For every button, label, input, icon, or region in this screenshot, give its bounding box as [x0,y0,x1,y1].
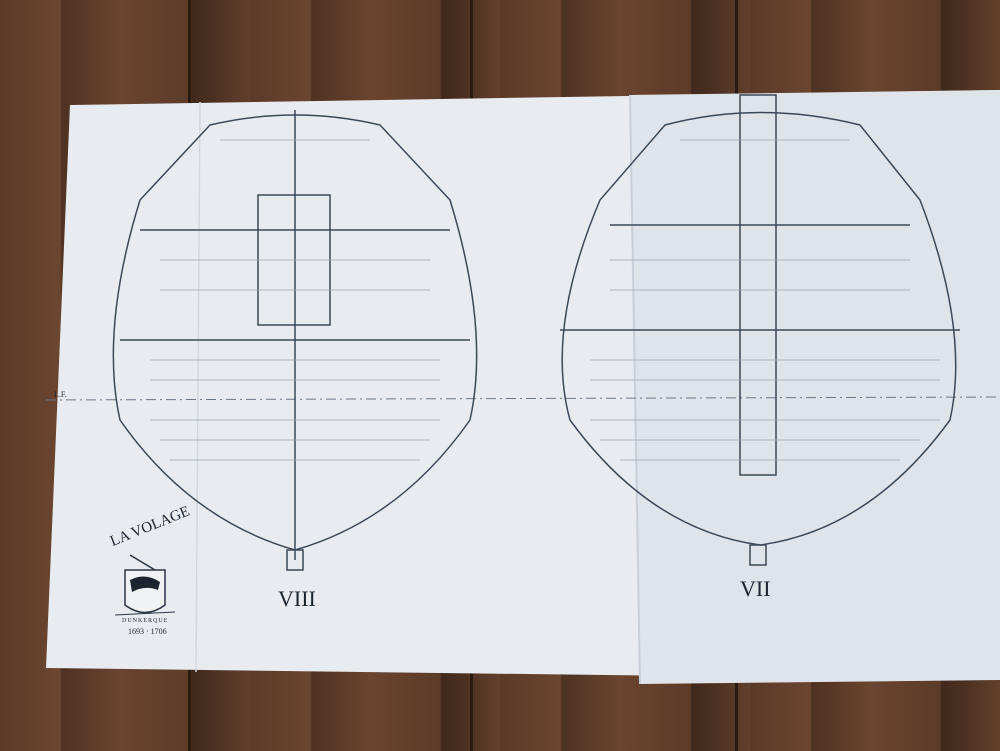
crest-logo [114,554,176,616]
logo-years: 1693 · 1706 [128,627,167,636]
section-label-vii: VII [740,576,771,601]
section-label-viii: VIII [278,586,316,611]
hull-section-vii [560,94,960,566]
shield-icon [124,569,166,614]
logo-banner: DUNKERQUE [122,618,169,624]
waterline-label: L.F. [54,390,67,399]
